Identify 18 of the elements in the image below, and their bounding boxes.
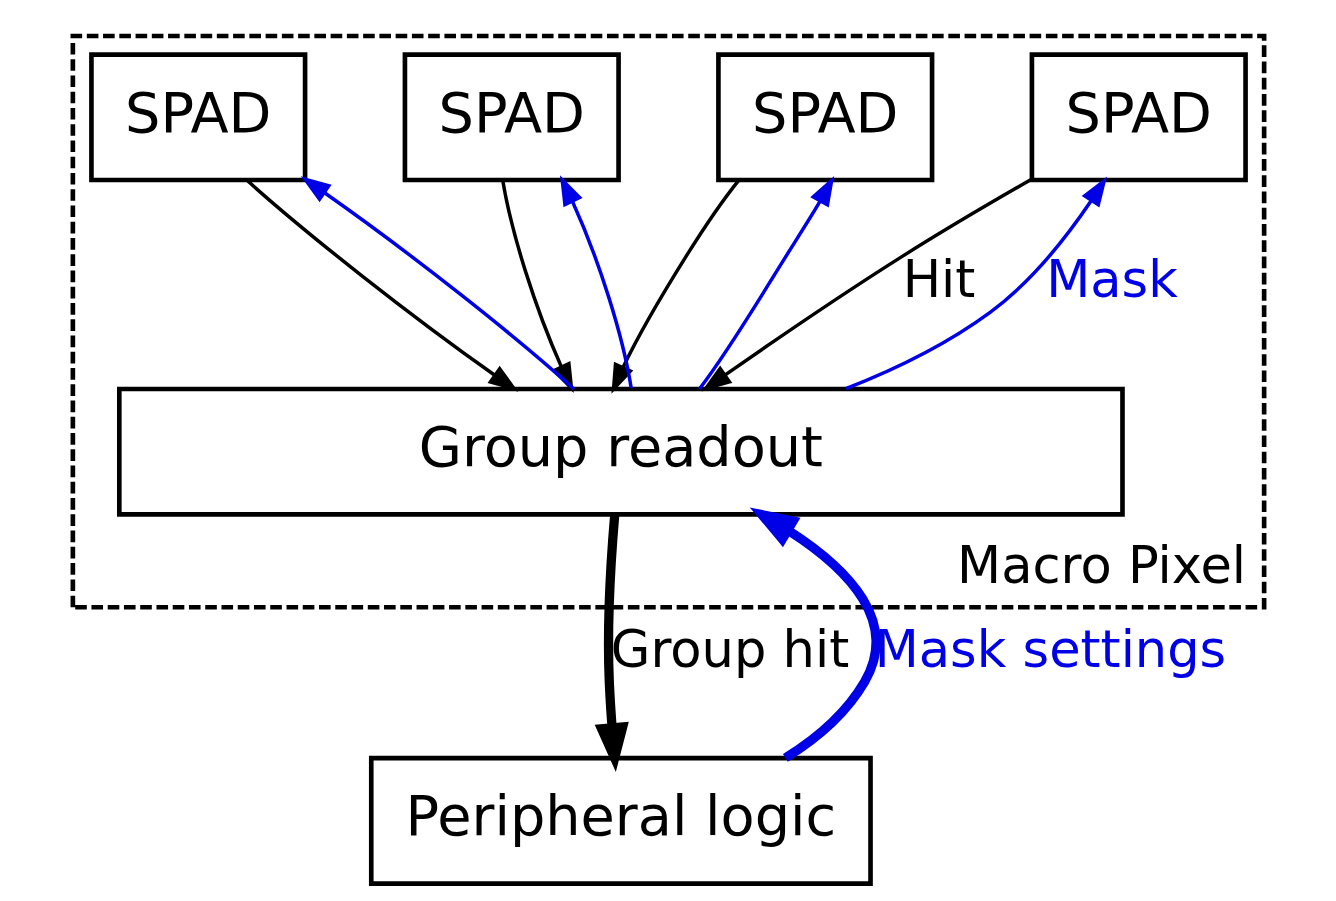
node-box: SPAD (88, 52, 307, 183)
node-box: Peripheral logic (368, 755, 873, 886)
arrow (701, 177, 1032, 392)
arrow (610, 179, 740, 394)
arrow (697, 175, 834, 390)
node-box: SPAD (402, 52, 621, 183)
arrow (594, 514, 629, 772)
edge-label: Hit (902, 250, 975, 310)
node-box: SPAD (715, 52, 934, 183)
node-box: Group readout (116, 386, 1125, 517)
edge-label: Mask settings (874, 619, 1226, 679)
arrow (245, 178, 518, 392)
arrow (844, 176, 1107, 391)
edge-label: Mask (1045, 250, 1178, 310)
arrow (749, 507, 881, 762)
node-box: SPAD (1029, 52, 1248, 183)
arrow (559, 175, 633, 389)
edge-label: Group hit (610, 619, 849, 679)
